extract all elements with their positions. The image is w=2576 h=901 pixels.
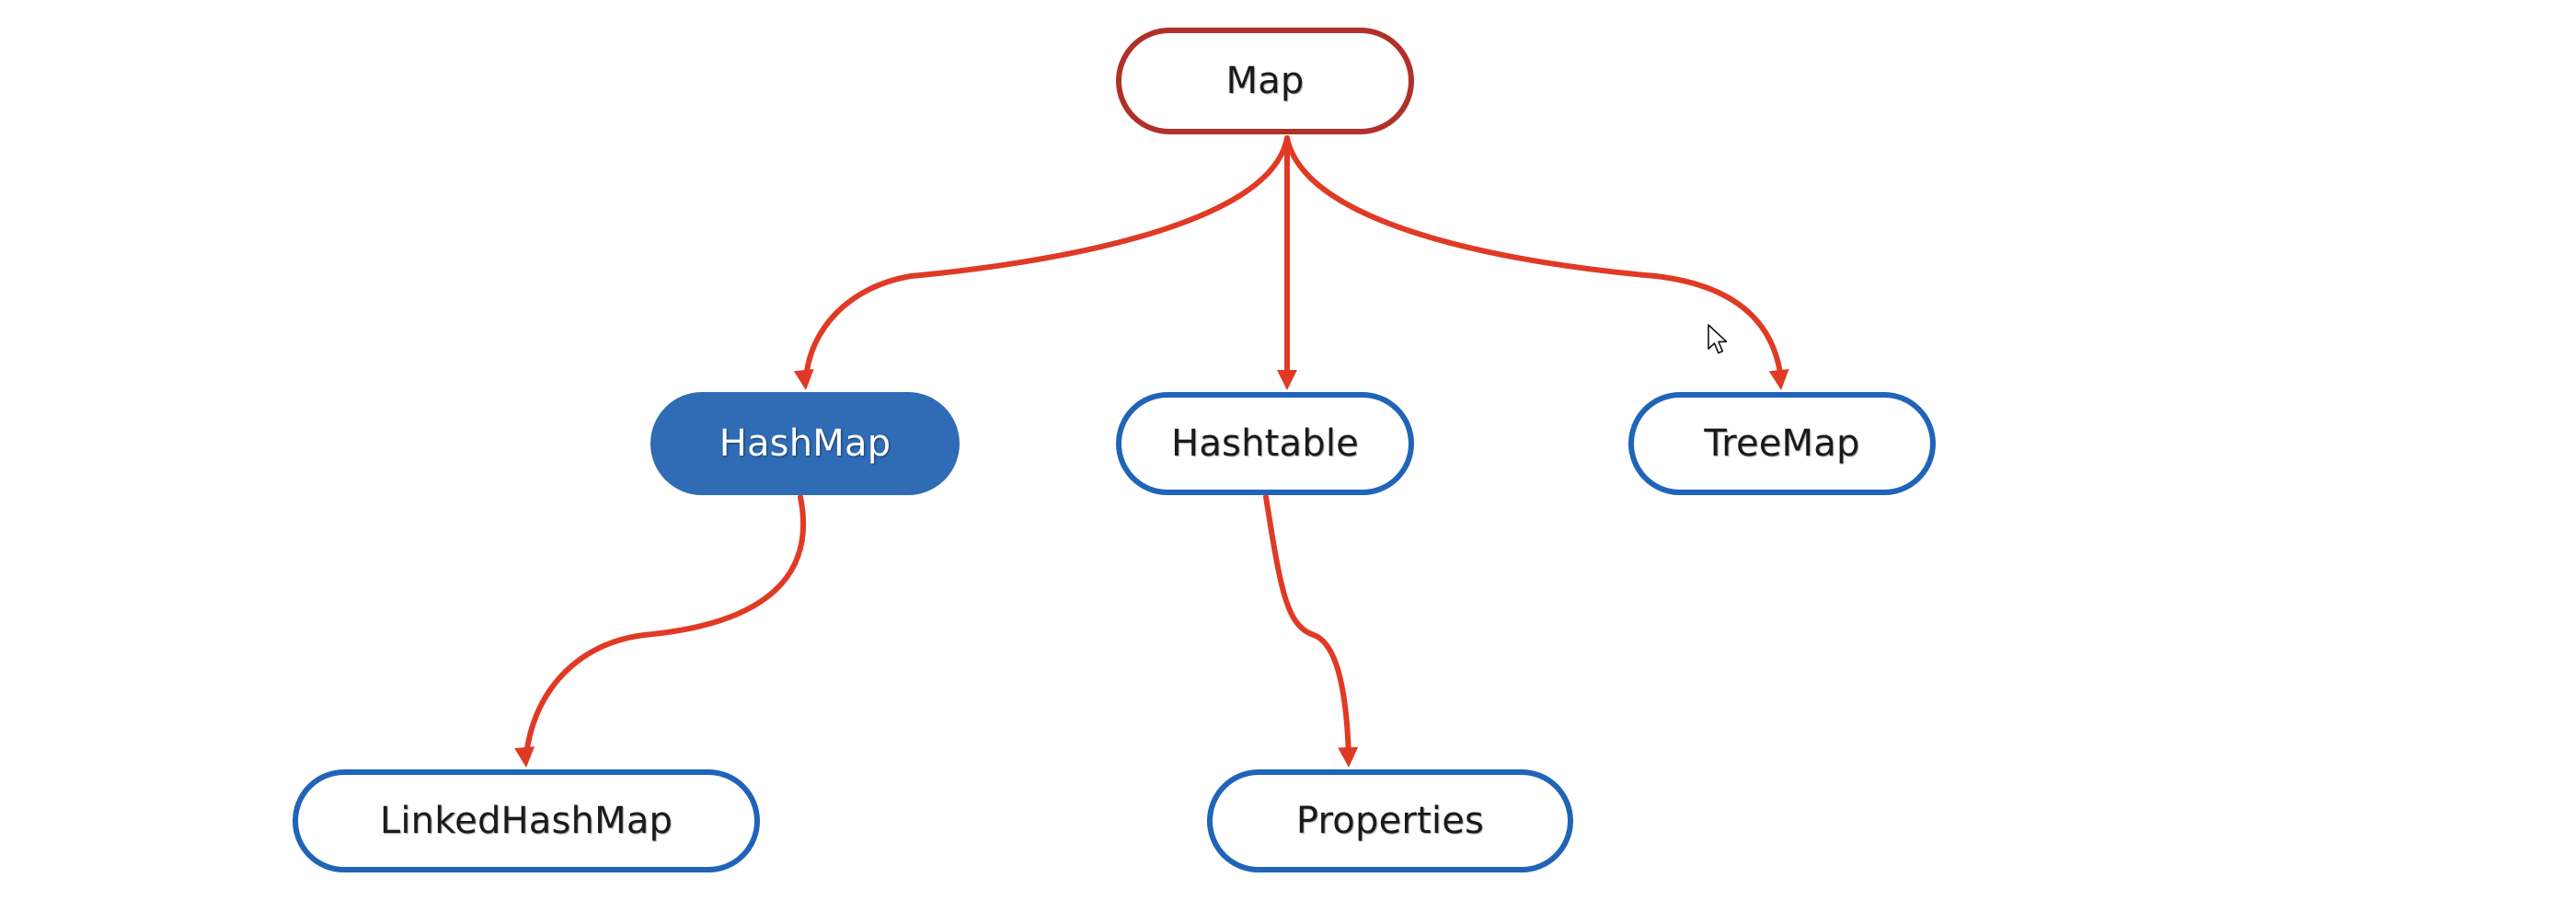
edge-hashmap-to-linkedhashmap xyxy=(523,494,807,759)
mouse-pointer-icon xyxy=(1708,324,1728,354)
node-hashtable[interactable]: Hashtable xyxy=(1116,392,1414,495)
node-label-hashtable: Hashtable xyxy=(1171,422,1359,465)
node-map[interactable]: Map xyxy=(1116,28,1414,134)
arrowhead-map-to-treemap xyxy=(1768,368,1789,390)
node-properties[interactable]: Properties xyxy=(1207,769,1573,872)
node-label-treemap: TreeMap xyxy=(1704,422,1860,465)
edge-map-to-treemap xyxy=(1284,135,1784,382)
node-label-hashmap: HashMap xyxy=(719,422,891,465)
arrowhead-map-to-hashmap xyxy=(793,368,814,390)
edge-hashtable-to-properties xyxy=(1263,494,1351,759)
arrowhead-map-to-hashtable xyxy=(1277,370,1297,390)
node-label-properties: Properties xyxy=(1295,800,1485,842)
node-linkedhashmap[interactable]: LinkedHashMap xyxy=(293,769,760,872)
node-label-map: Map xyxy=(1225,60,1305,102)
node-hashmap[interactable]: HashMap xyxy=(650,392,960,495)
arrowhead-hashmap-to-linkedhashmap xyxy=(514,746,535,768)
arrowhead-hashtable-to-properties xyxy=(1338,746,1359,768)
edge-map-to-hashmap xyxy=(803,135,1290,382)
node-label-linkedhashmap: LinkedHashMap xyxy=(379,800,673,842)
node-treemap[interactable]: TreeMap xyxy=(1628,392,1936,495)
